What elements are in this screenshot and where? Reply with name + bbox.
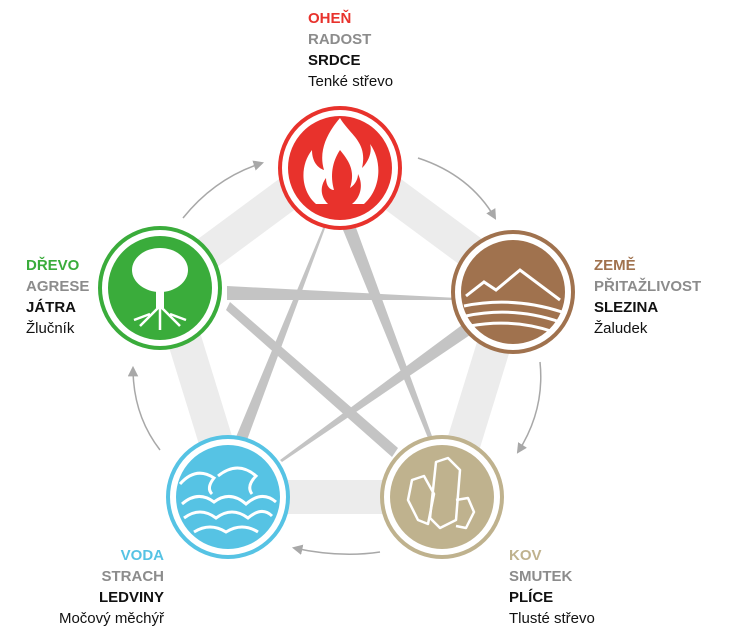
- earth-emotion: PŘITAŽLIVOST: [594, 278, 702, 295]
- tree-icon: [132, 248, 188, 330]
- wood-element[interactable]: [98, 226, 222, 350]
- metal-element[interactable]: [380, 435, 504, 559]
- mountains-icon: [463, 268, 563, 334]
- earth-element[interactable]: [451, 230, 575, 354]
- fire-element[interactable]: [278, 106, 402, 230]
- metal-organ: PLÍCE: [509, 589, 554, 606]
- wood-label: DŘEVO AGRESE JÁTRA Žlučník: [26, 255, 89, 339]
- water-emotion: STRACH: [101, 568, 165, 585]
- wood-emotion: AGRESE: [26, 278, 90, 295]
- metal-label: KOV SMUTEK PLÍCE Tlusté střevo: [509, 545, 595, 629]
- metal-name: KOV: [509, 547, 542, 564]
- cycle-arrow-earth-metal: [516, 361, 542, 454]
- fire-name: OHEŇ: [308, 10, 352, 27]
- water-element[interactable]: [166, 435, 290, 559]
- star-line-wood-earth: [227, 286, 458, 300]
- cycle-arrow-wood-fire: [182, 160, 265, 219]
- crystal-icon: [406, 456, 476, 530]
- water-label: VODA STRACH LEDVINY Močový měchýř: [59, 545, 164, 629]
- cycle-arrow-water-wood: [127, 365, 161, 451]
- star-line-wood-metal: [226, 302, 398, 457]
- wood-organ-secondary: Žlučník: [26, 320, 75, 337]
- star-line-fire-water: [236, 223, 327, 440]
- cycle-arrow-fire-earth: [417, 157, 497, 220]
- water-name: VODA: [120, 547, 164, 564]
- earth-organ-secondary: Žaludek: [594, 320, 648, 337]
- earth-organ: SLEZINA: [594, 299, 659, 316]
- water-organ: LEDVINY: [98, 589, 164, 606]
- flame-icon: [303, 118, 379, 204]
- star-line-earth-water: [280, 325, 470, 462]
- cycle-arrow-metal-water: [291, 544, 381, 555]
- earth-name: ZEMĚ: [594, 257, 636, 274]
- metal-organ-secondary: Tlusté střevo: [509, 610, 595, 627]
- fire-organ-secondary: Tenké střevo: [308, 73, 394, 90]
- star-line-fire-metal: [341, 225, 440, 460]
- fire-label: OHEŇ RADOST SRDCE Tenké střevo: [308, 8, 393, 92]
- wave-icon: [178, 466, 277, 534]
- earth-label: ZEMĚ PŘITAŽLIVOST SLEZINA Žaludek: [594, 255, 701, 339]
- water-organ-secondary: Močový měchýř: [58, 610, 164, 627]
- wood-name: DŘEVO: [26, 257, 80, 274]
- fire-organ: SRDCE: [308, 52, 361, 69]
- wood-organ: JÁTRA: [26, 299, 77, 316]
- metal-emotion: SMUTEK: [509, 568, 573, 585]
- fire-emotion: RADOST: [308, 31, 372, 48]
